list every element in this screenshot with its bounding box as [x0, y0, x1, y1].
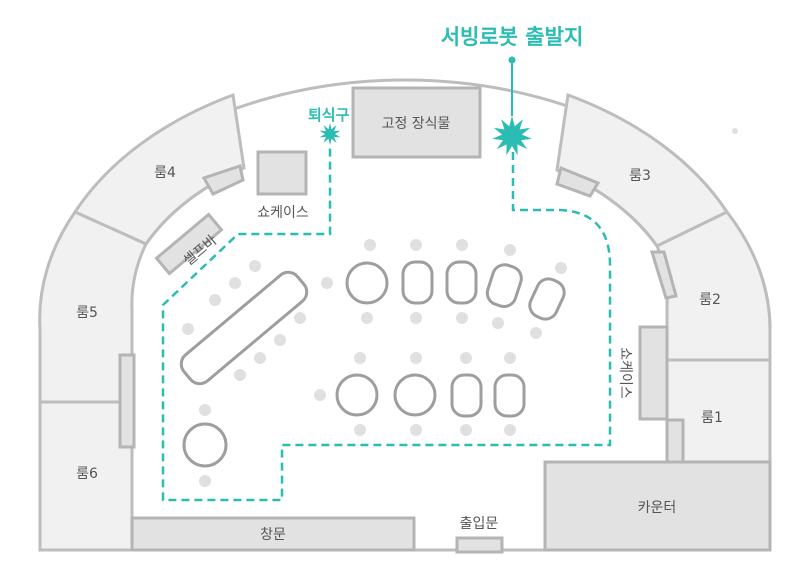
table	[528, 277, 566, 321]
chair	[294, 312, 306, 324]
door-nook-room4	[201, 164, 245, 196]
door-nook-room3	[555, 165, 601, 198]
long-table	[179, 270, 309, 386]
fixed-structure-label: 고정 장식물	[382, 116, 451, 132]
chair	[209, 294, 221, 306]
room-1-area	[665, 358, 772, 465]
chair	[732, 128, 738, 134]
chair	[555, 262, 567, 274]
fixed-structure	[351, 86, 482, 159]
chair	[410, 312, 422, 324]
table	[493, 373, 526, 418]
counter-label: 카운터	[638, 500, 677, 516]
robot-start-label: 서빙로봇 출발지	[441, 25, 584, 49]
chair	[229, 277, 241, 289]
showcase-right-label: 쇼케이스	[617, 347, 633, 399]
chair	[460, 352, 472, 364]
chair	[410, 424, 422, 436]
entrance-label: 출입문	[460, 516, 499, 532]
chair	[410, 239, 422, 251]
chair	[456, 239, 468, 251]
room-4-label: 룸4	[154, 165, 176, 181]
chair	[354, 352, 366, 364]
table	[445, 260, 478, 305]
chair	[504, 424, 516, 436]
chair	[460, 424, 472, 436]
room-6-label: 룸6	[76, 466, 98, 482]
room-3-label: 룸3	[629, 168, 651, 184]
chair	[249, 260, 261, 272]
room-6-area	[38, 400, 134, 552]
robot-route	[161, 146, 612, 502]
chair	[504, 244, 516, 256]
robot-start-starburst-icon	[492, 116, 532, 156]
table	[485, 263, 523, 308]
chair	[314, 389, 326, 401]
self-bar	[154, 212, 224, 276]
chair	[199, 475, 211, 487]
chairs	[182, 128, 738, 487]
return-point-label: 퇴식구	[308, 106, 350, 124]
return-point-starburst-icon	[319, 123, 341, 145]
round-table	[182, 422, 228, 468]
chair	[456, 312, 468, 324]
room-2-label: 룸2	[699, 292, 721, 308]
round-table	[393, 373, 437, 417]
counter	[543, 460, 772, 552]
chair	[410, 352, 422, 364]
chair	[199, 404, 211, 416]
chair	[274, 334, 286, 346]
chair	[254, 352, 266, 364]
chair	[364, 239, 376, 251]
tables	[179, 260, 566, 468]
chair	[361, 312, 373, 324]
showcase-top-block	[256, 150, 308, 196]
window-door	[130, 516, 416, 552]
door-nook-room5	[118, 353, 136, 449]
chair	[354, 424, 366, 436]
chair	[182, 323, 194, 335]
round-table	[345, 261, 389, 305]
showcase-top-label: 쇼케이스	[257, 205, 309, 221]
entrance-door	[455, 536, 504, 554]
chair	[504, 352, 516, 364]
round-table	[335, 373, 379, 417]
table	[401, 260, 434, 305]
chair	[234, 369, 246, 381]
chair	[492, 317, 504, 329]
room-5-label: 룸5	[76, 305, 98, 321]
showcase-right-block	[638, 325, 669, 421]
chair	[321, 277, 333, 289]
chair	[530, 327, 542, 339]
window-door-label: 창문	[260, 527, 286, 543]
door-nook-room1	[665, 418, 685, 465]
pin-dot-icon	[508, 56, 516, 64]
room-1-label: 룸1	[701, 410, 723, 426]
door-nook-room2	[649, 250, 678, 300]
table	[450, 373, 483, 418]
